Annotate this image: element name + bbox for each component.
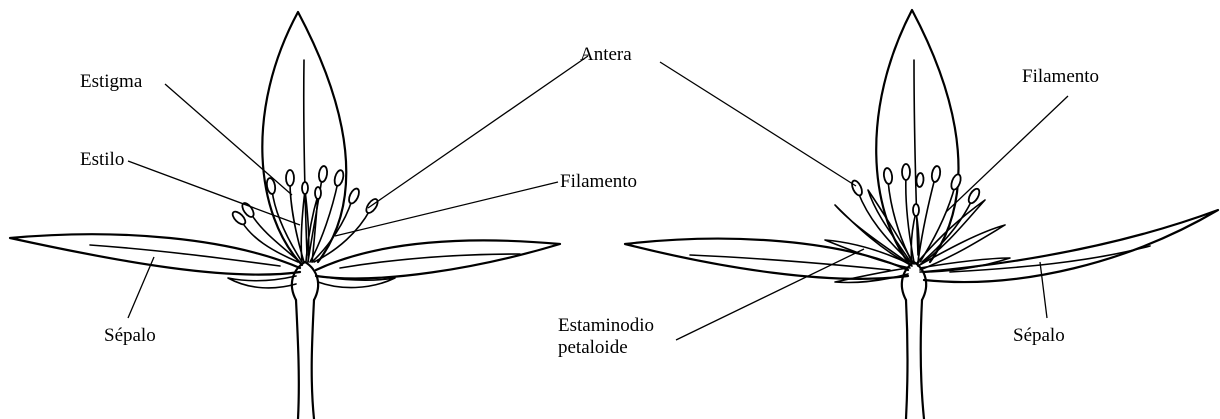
right-upper-sepal-vein — [913, 59, 919, 256]
right-staminodes — [824, 189, 1011, 284]
label-estigma: Estigma — [80, 71, 143, 92]
leader-sepalo-left — [127, 256, 155, 319]
leader-antera-left — [367, 55, 589, 209]
leader-estigma — [164, 83, 293, 196]
right-stem-edge — [919, 298, 926, 419]
right-right-sepal — [922, 208, 1220, 284]
left-pistils — [300, 181, 322, 263]
label-estaminodio: Estaminodio — [558, 315, 655, 336]
right-left-sepal-inner — [689, 254, 891, 271]
left-left-sepal — [8, 233, 302, 276]
left-receptacle — [290, 260, 320, 302]
leader-filamento-left — [334, 181, 559, 237]
label-sepalo-left: Sépalo — [104, 325, 156, 346]
right-left-sepal — [623, 237, 910, 280]
leader-sepalo-right — [1039, 261, 1048, 319]
leader-estaminodio — [675, 248, 865, 341]
right-right-sepal-inner — [949, 245, 1151, 273]
left-stem — [294, 298, 300, 419]
right-upper-sepal — [875, 8, 960, 264]
leader-lines — [127, 55, 1069, 341]
left-lower-petal-2 — [227, 275, 297, 289]
label-antera: Antera — [580, 44, 632, 65]
leader-antera-right — [659, 61, 857, 187]
label-filamento-left: Filamento — [560, 171, 638, 192]
left-upper-sepal — [261, 10, 348, 267]
left-anthers — [231, 165, 379, 226]
leader-estilo — [127, 160, 301, 226]
label-sepalo-right: Sépalo — [1013, 325, 1065, 346]
right-stem — [904, 298, 909, 419]
right-pistils — [910, 203, 920, 265]
left-flower — [8, 10, 562, 419]
left-stem-edge — [310, 298, 316, 419]
left-right-sepal-inner — [339, 253, 521, 269]
label-estilo: Estilo — [80, 149, 125, 170]
left-upper-sepal-vein — [302, 59, 308, 256]
label-petaloide: petaloide — [558, 337, 628, 358]
left-right-sepal — [314, 239, 562, 280]
label-filamento-right: Filamento — [1022, 66, 1100, 87]
left-left-sepal-inner — [89, 244, 281, 267]
left-lower-petal — [317, 275, 396, 289]
right-anthers — [851, 163, 981, 205]
leader-filamento-right — [945, 95, 1069, 213]
right-flower — [623, 8, 1220, 419]
